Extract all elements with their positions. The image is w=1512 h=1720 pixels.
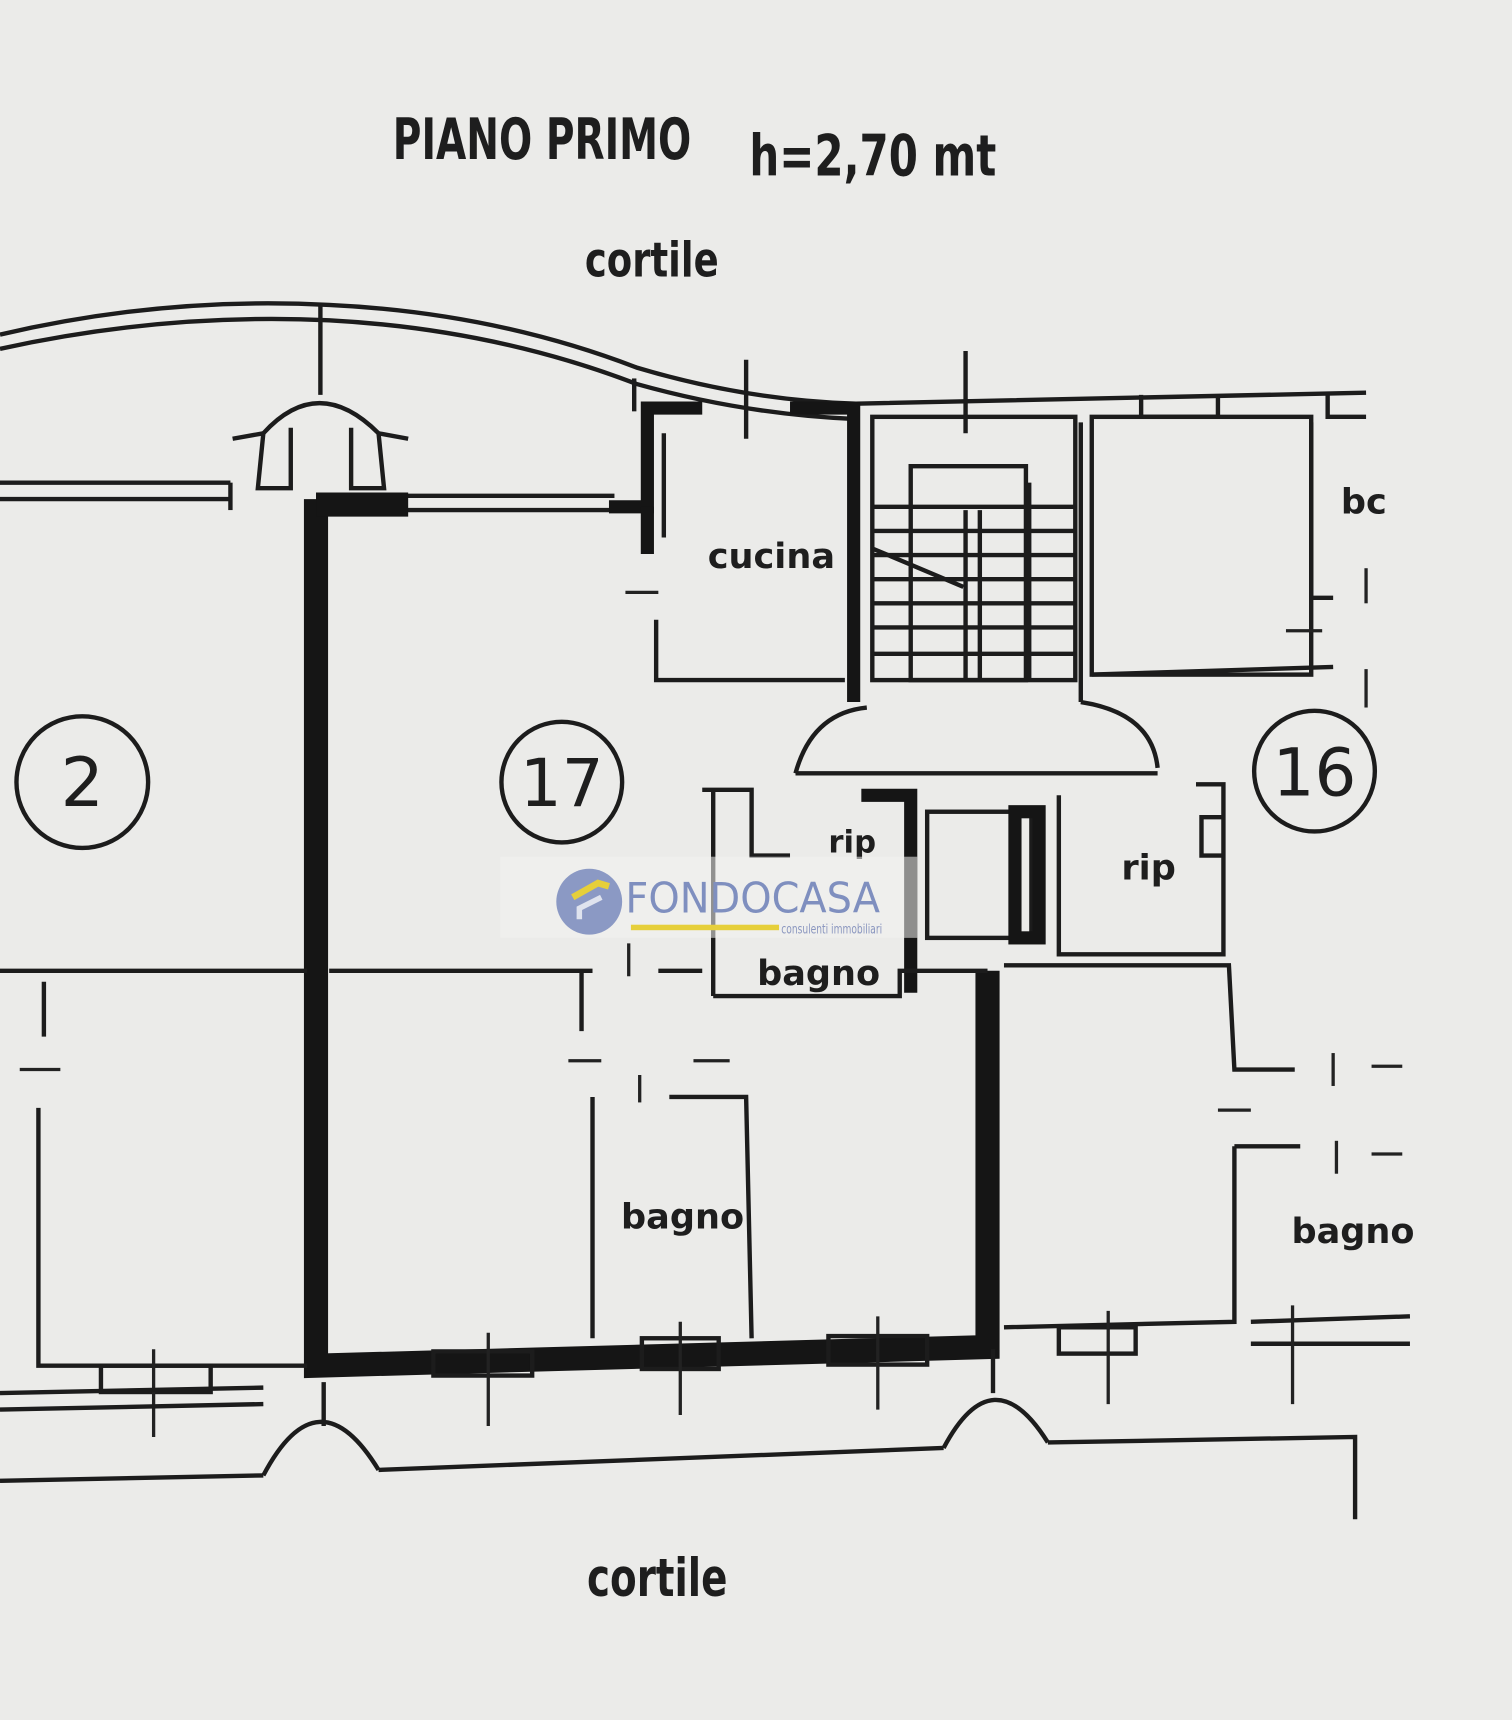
- room-label-bathroom-main: bagno: [621, 1197, 744, 1238]
- unit-marker-2: 2: [14, 714, 151, 851]
- svg-text:16: 16: [1273, 734, 1357, 811]
- room-label-storage-right: rip: [1121, 848, 1175, 889]
- room-label-bathroom-right: bagno: [1291, 1211, 1414, 1252]
- watermark-tagline: consulenti immobiliari: [781, 922, 882, 937]
- unit-marker-17: 17: [499, 719, 625, 845]
- courtyard-label-bottom: cortile: [587, 1548, 727, 1609]
- unit-marker-16: 16: [1251, 708, 1378, 834]
- svg-text:2: 2: [61, 744, 104, 823]
- walls: [0, 301, 1411, 1520]
- ceiling-height: h=2,70 mt: [749, 124, 996, 190]
- fondocasa-watermark: FONDOCASA consulenti immobiliari: [500, 856, 918, 938]
- room-label-partial: bc: [1341, 481, 1387, 522]
- plan-title: PIANO PRIMO: [393, 107, 691, 173]
- room-label-storage-left: rip: [828, 824, 876, 860]
- svg-text:17: 17: [520, 745, 604, 822]
- room-label-kitchen: cucina: [708, 536, 835, 577]
- staircase: [870, 414, 1078, 683]
- courtyard-label-top: cortile: [585, 232, 719, 288]
- watermark-brand: FONDOCASA: [625, 874, 880, 923]
- room-label-bathroom-center: bagno: [757, 953, 880, 994]
